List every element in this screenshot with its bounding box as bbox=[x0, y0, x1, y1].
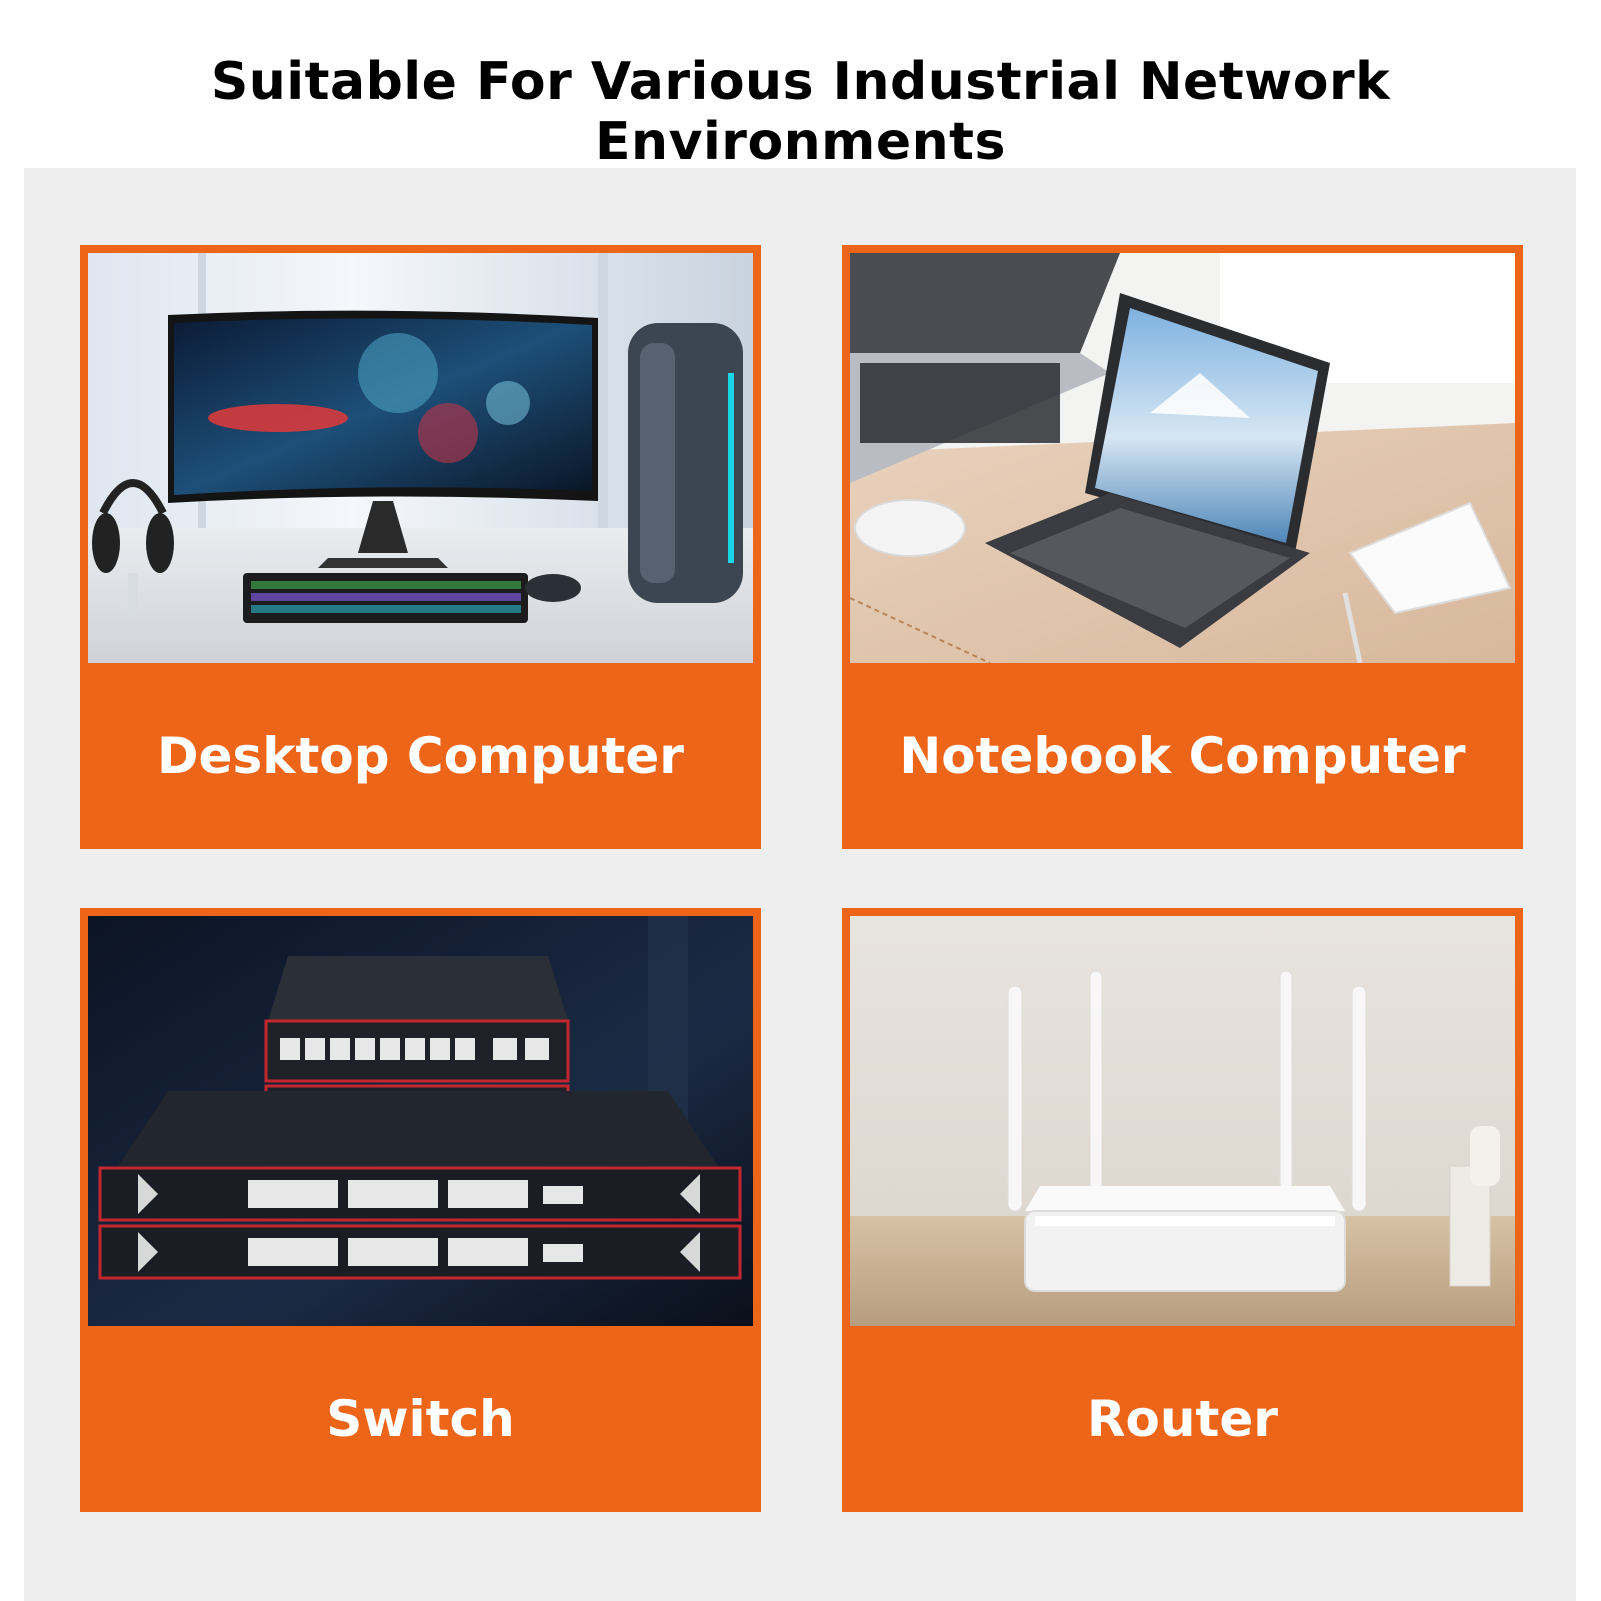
desktop-computer-photo bbox=[88, 253, 753, 663]
card-label: Desktop Computer bbox=[157, 727, 684, 785]
card-desktop-computer: Desktop Computer bbox=[80, 245, 761, 849]
card-router: Router bbox=[842, 908, 1523, 1512]
card-label: Notebook Computer bbox=[899, 727, 1466, 785]
router-photo bbox=[850, 916, 1515, 1326]
card-notebook-computer: Notebook Computer bbox=[842, 245, 1523, 849]
device-panel: Desktop Computer bbox=[24, 168, 1576, 1601]
card-label: Router bbox=[1087, 1390, 1278, 1448]
page-title: Suitable For Various Industrial Network … bbox=[210, 52, 1391, 172]
card-label: Switch bbox=[326, 1390, 515, 1448]
switch-photo bbox=[88, 916, 753, 1326]
card-switch: Switch bbox=[80, 908, 761, 1512]
notebook-computer-photo bbox=[850, 253, 1515, 663]
